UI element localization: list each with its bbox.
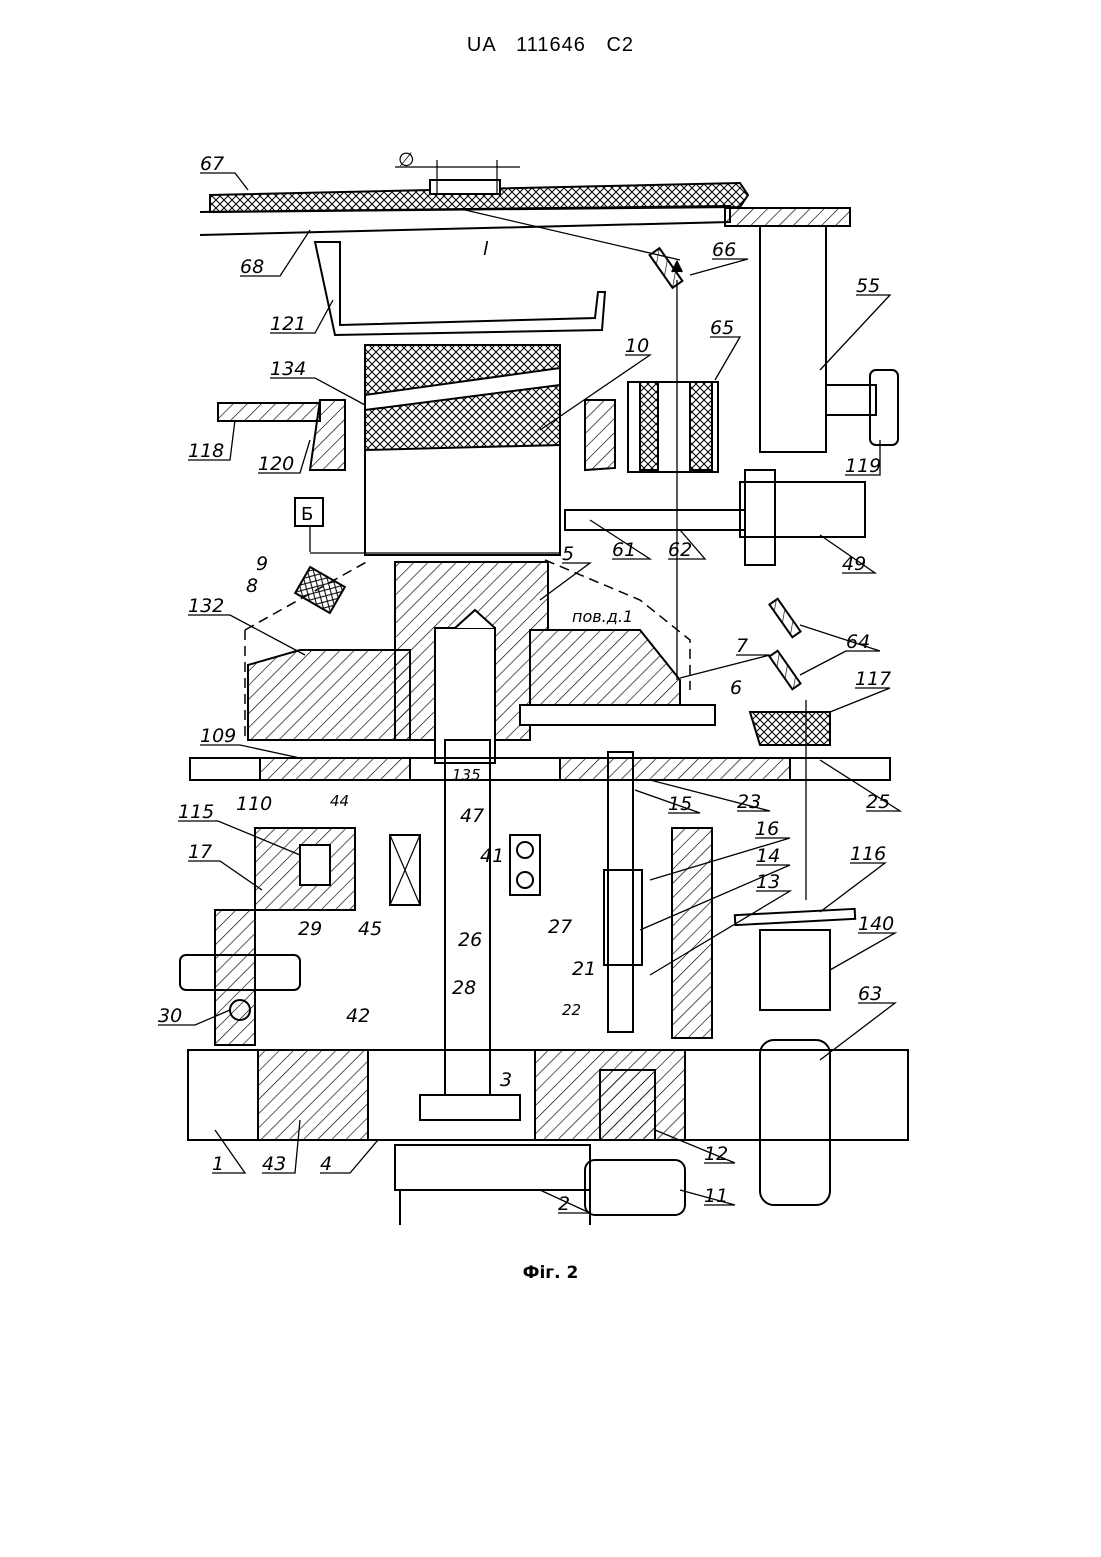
block-11 <box>585 1160 685 1215</box>
figure-caption: Фіг. 2 <box>0 1263 1101 1283</box>
mirror-64a <box>769 599 800 638</box>
label-44: 44 <box>330 792 349 810</box>
dimension-l: l <box>483 238 489 260</box>
label-140: 140 <box>858 913 894 935</box>
label-23: 23 <box>737 791 761 813</box>
label-7: 7 <box>736 635 748 657</box>
label-118: 118 <box>188 440 224 462</box>
label-14: 14 <box>756 845 780 867</box>
label-22: 22 <box>562 1001 581 1019</box>
lamp-117 <box>750 712 830 745</box>
label-3: 3 <box>500 1069 512 1091</box>
motor-63 <box>760 1040 830 1205</box>
label-8: 8 <box>246 575 258 597</box>
box-b-label: Б <box>301 504 313 525</box>
label-15: 15 <box>668 793 692 815</box>
label-5: 5 <box>562 543 574 565</box>
label-42: 42 <box>346 1005 370 1027</box>
label-16: 16 <box>755 818 779 840</box>
rod-118 <box>218 403 320 421</box>
label-21: 21 <box>572 958 596 980</box>
dish-10 <box>365 385 560 450</box>
label-45: 45 <box>358 918 382 940</box>
label-55: 55 <box>856 275 880 297</box>
label-109: 109 <box>200 725 236 747</box>
label-10: 10 <box>625 335 649 357</box>
motor-140 <box>760 930 830 1010</box>
label-29: 29 <box>298 918 322 940</box>
label-47: 47 <box>460 805 484 827</box>
label-27: 27 <box>548 916 572 938</box>
column-55 <box>760 226 826 452</box>
label-116: 116 <box>850 843 886 865</box>
label-26: 26 <box>458 929 482 951</box>
label-63: 63 <box>858 983 882 1005</box>
label-6: 6 <box>730 677 742 699</box>
label-121: 121 <box>270 313 306 335</box>
label-17: 17 <box>188 841 212 863</box>
disk-116 <box>735 909 855 925</box>
label-119: 119 <box>845 455 881 477</box>
label-41: 41 <box>480 845 504 867</box>
label-64: 64 <box>846 631 870 653</box>
label-120: 120 <box>258 453 294 475</box>
flange-2 <box>395 1145 590 1190</box>
label-135: 135 <box>452 766 481 784</box>
label-4: 4 <box>320 1153 332 1175</box>
body-7 <box>530 630 680 705</box>
label-28: 28 <box>452 977 476 999</box>
holder-8 <box>295 567 345 613</box>
label-110: 110 <box>236 793 272 815</box>
label-1: 1 <box>212 1153 224 1175</box>
pin-15 <box>608 752 633 1032</box>
label-30: 30 <box>158 1005 182 1027</box>
bracket-55-top <box>725 208 850 226</box>
label-43: 43 <box>262 1153 286 1175</box>
label-115: 115 <box>178 801 214 823</box>
label-2: 2 <box>558 1193 570 1215</box>
label-117: 117 <box>855 668 891 690</box>
note-pov: пов.д.1 <box>572 607 633 626</box>
label-134: 134 <box>270 358 306 380</box>
mirror-64b <box>769 651 800 690</box>
label-65: 65 <box>710 317 734 339</box>
label-66: 66 <box>712 239 736 261</box>
dish-134 <box>365 345 560 395</box>
diameter-symbol: ∅ <box>398 149 415 171</box>
knob-119 <box>870 370 898 445</box>
shaft-49 <box>740 482 865 537</box>
label-62: 62 <box>668 539 692 561</box>
label-67: 67 <box>200 153 224 175</box>
body-132 <box>248 650 410 740</box>
label-9: 9 <box>256 553 268 575</box>
label-68: 68 <box>240 256 264 278</box>
tray-121 <box>315 242 605 335</box>
label-132: 132 <box>188 595 224 617</box>
label-11: 11 <box>704 1185 728 1207</box>
bearing-27 <box>510 835 540 895</box>
shaft-3 <box>445 740 490 1095</box>
label-12: 12 <box>704 1143 728 1165</box>
